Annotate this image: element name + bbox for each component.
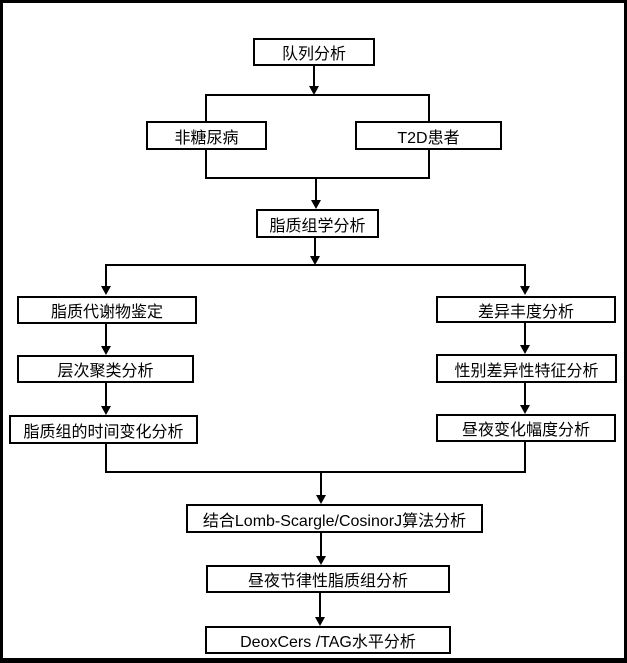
node-lomb-scargle-cosinorj: 结合Lomb-Scargle/CosinorJ算法分析 <box>186 504 483 533</box>
connector-merge-to-lipidomics <box>315 177 317 201</box>
node-cohort-analysis: 队列分析 <box>253 38 375 66</box>
connector-right1-right2 <box>524 323 526 346</box>
arrowhead-down <box>310 256 320 265</box>
arrowhead-down <box>316 495 326 504</box>
node-diurnal-amplitude: 昼夜变化幅度分析 <box>436 414 616 442</box>
node-deoxcers-tag-levels: DeoxCers /TAG水平分析 <box>205 626 451 654</box>
arrowhead-down <box>316 556 326 565</box>
node-differential-abundance: 差异丰度分析 <box>436 296 616 323</box>
connector-merge-to-lomb <box>320 471 322 496</box>
node-lipidomics-analysis: 脂质组学分析 <box>256 209 379 238</box>
arrowhead-down <box>315 617 325 626</box>
connector-merge-groups <box>205 177 430 179</box>
connector-right3-down <box>524 442 526 473</box>
connector-right-branch-down <box>524 264 526 286</box>
connector-left3-down <box>105 444 107 473</box>
node-non-diabetic: 非糖尿病 <box>146 121 267 150</box>
arrowhead-down <box>520 405 530 414</box>
connector-left-branch-down <box>105 264 107 286</box>
arrowhead-down <box>311 200 321 209</box>
arrowhead-down <box>101 406 111 415</box>
arrowhead-down <box>520 345 530 354</box>
connector-split-groups <box>205 94 430 96</box>
arrowhead-down <box>520 286 530 295</box>
node-hierarchical-clustering: 层次聚类分析 <box>17 355 194 383</box>
connector-left1-left2 <box>105 324 107 346</box>
arrowhead-down <box>101 346 111 355</box>
connector-cohort-down <box>313 65 315 89</box>
arrowhead-down <box>101 286 111 295</box>
connector-lomb-circadian <box>320 533 322 557</box>
connector-lipidomics-down <box>314 237 316 257</box>
connector-left2-left3 <box>105 383 107 406</box>
connector-right2-right3 <box>524 383 526 405</box>
connector-split-branches <box>105 264 526 266</box>
node-lipid-metabolite-identification: 脂质代谢物鉴定 <box>17 296 197 324</box>
node-circadian-lipidome: 昼夜节律性脂质组分析 <box>206 565 450 593</box>
node-t2d-patients: T2D患者 <box>355 121 502 150</box>
node-lipidome-temporal-change: 脂质组的时间变化分析 <box>9 415 198 444</box>
arrowhead-down <box>309 86 319 95</box>
node-sex-difference-features: 性别差异性特征分析 <box>436 354 617 383</box>
connector-circadian-deoxcers <box>319 593 321 618</box>
connector-merge-branches <box>105 471 526 473</box>
